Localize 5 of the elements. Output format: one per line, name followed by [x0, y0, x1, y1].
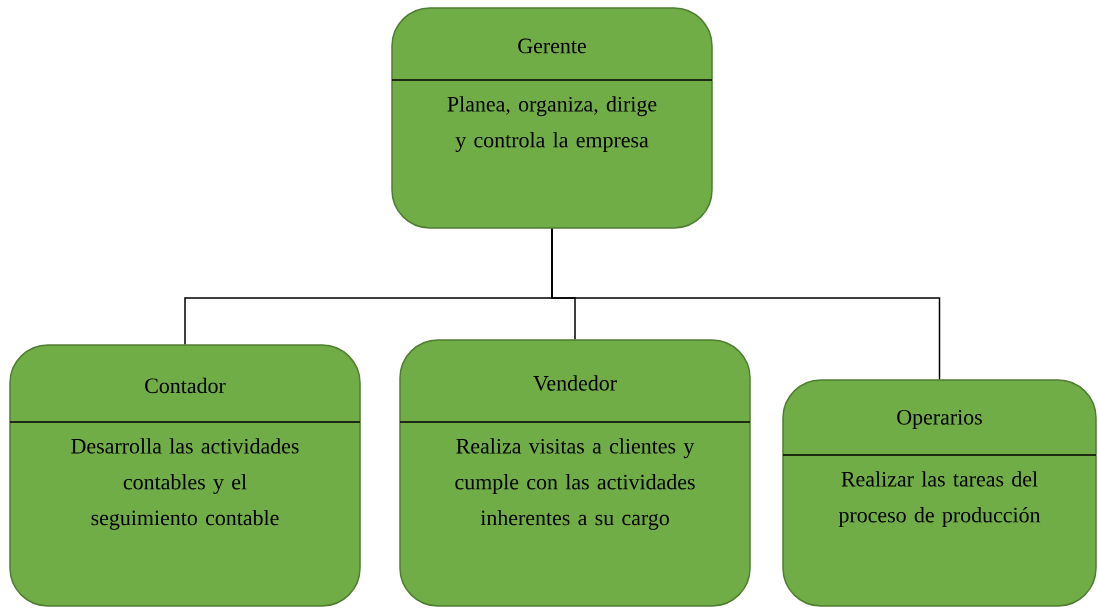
role-box: Gerente Planea, organiza, dirige y controla la empresa: [391, 7, 713, 229]
role-box: Vendedor Realiza visitas a clientes y cumple con las actividades inherentes a su cargo: [399, 339, 751, 607]
connector-line: [551, 228, 941, 380]
role-box: Operarios Realizar las tareas del proceso de producción: [782, 379, 1097, 607]
role-box: Contador Desarrolla las actividades contables y el seguimiento contable: [9, 344, 361, 607]
